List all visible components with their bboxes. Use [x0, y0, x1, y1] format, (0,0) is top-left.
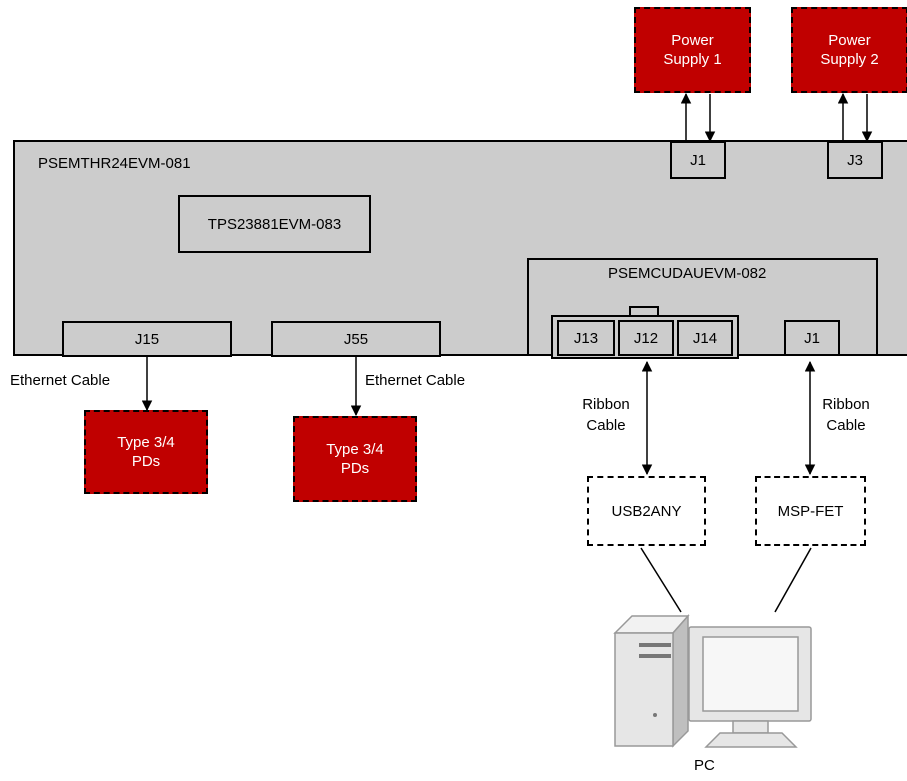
pd-box-2-line2: PDs — [340, 460, 370, 477]
main-board-label: PSEMTHR24EVM-081 — [38, 155, 191, 172]
connector-ps2: J3 — [827, 141, 883, 179]
pd-box-2: Type 3/4 PDs — [293, 416, 417, 502]
connector-j1-daughter: J1 — [784, 320, 840, 356]
connector-j13: J13 — [557, 320, 615, 356]
pd-box-2-line1: Type 3/4 — [326, 441, 384, 458]
ribbon-cable-label-2: Ribbon Cable — [816, 394, 876, 436]
power-supply-1: Power Supply 1 — [634, 7, 751, 93]
ribbon-cable-2-line1: Ribbon — [822, 396, 870, 413]
connector-j1-daughter-label: J1 — [804, 329, 820, 347]
power-supply-2-line1: Power — [828, 32, 871, 49]
sub-board-label: TPS23881EVM-083 — [207, 215, 342, 233]
ribbon-cable-1-line2: Cable — [586, 417, 626, 434]
connector-ps2-label: J3 — [847, 151, 863, 169]
connector-j12-label: J12 — [633, 329, 659, 347]
ethernet-cable-label-1: Ethernet Cable — [10, 372, 111, 389]
pd-box-1: Type 3/4 PDs — [84, 410, 208, 494]
connector-j15: J15 — [62, 321, 232, 357]
msp-fet-box: MSP-FET — [755, 476, 866, 546]
connector-ps1-label: J1 — [690, 151, 706, 169]
usb2any-to-pc-line — [640, 547, 682, 613]
ethernet-cable-label-2: Ethernet Cable — [365, 372, 466, 389]
mspfet-to-pc-line — [774, 547, 812, 613]
ribbon-cable-label-1: Ribbon Cable — [580, 394, 632, 436]
pc-monitor-icon — [688, 626, 812, 748]
msp-fet-label: MSP-FET — [777, 502, 844, 520]
power-supply-2-line2: Supply 2 — [820, 51, 879, 68]
connector-j12: J12 — [618, 320, 674, 356]
pd-box-1-line2: PDs — [131, 453, 161, 470]
power-supply-1-line2: Supply 1 — [663, 51, 722, 68]
sub-board: TPS23881EVM-083 — [178, 195, 371, 253]
daughter-board-label: PSEMCUDAUEVM-082 — [608, 265, 767, 282]
ribbon-cable-1-line1: Ribbon — [582, 396, 630, 413]
usb2any-label: USB2ANY — [611, 502, 682, 520]
usb2any-box: USB2ANY — [587, 476, 706, 546]
pc-label: PC — [694, 757, 715, 774]
connector-j15-label: J15 — [134, 330, 160, 348]
connector-ps1: J1 — [670, 141, 726, 179]
pd-box-1-line1: Type 3/4 — [117, 434, 175, 451]
connector-j14: J14 — [677, 320, 733, 356]
connector-j55: J55 — [271, 321, 441, 357]
connector-j55-label: J55 — [343, 330, 369, 348]
connector-j14-label: J14 — [692, 329, 718, 347]
ribbon-cable-2-line2: Cable — [826, 417, 866, 434]
power-supply-2: Power Supply 2 — [791, 7, 907, 93]
power-supply-1-line1: Power — [671, 32, 714, 49]
pc-tower-icon — [613, 614, 690, 748]
connector-j13-label: J13 — [573, 329, 599, 347]
